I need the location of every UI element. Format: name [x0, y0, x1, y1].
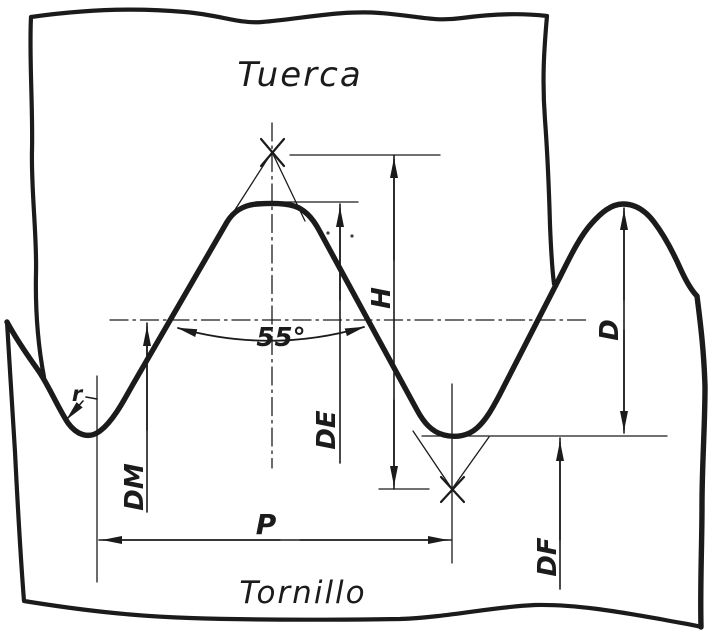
top-vee-right-line [271, 151, 306, 222]
screw-label: Tornillo [239, 575, 366, 611]
thread-profile-line [4, 200, 708, 630]
radius-leader-arrow [66, 400, 84, 420]
root-diameter-label: DF [533, 537, 563, 577]
nut-body-outline [28, 7, 557, 380]
thread-depth-label: D [595, 319, 625, 341]
angle-arc [177, 326, 365, 342]
screw-body-outline [4, 319, 704, 630]
pitch-label: P [256, 508, 277, 541]
height-label: H [367, 287, 397, 309]
radius-leader-tick [85, 396, 98, 400]
angle-label: 55° [256, 323, 305, 353]
top-apex-cross-icon [259, 137, 286, 168]
radius-label: r [72, 382, 84, 406]
outer-diameter-label: DE [312, 410, 342, 450]
nut-label: Tuerca [237, 55, 362, 95]
bottom-apex-cross-icon [439, 475, 466, 504]
bottom-vee-left-line [412, 430, 453, 490]
bottom-vee-right-line [451, 436, 490, 490]
mean-diameter-label: DM [120, 463, 150, 511]
ink-speck [326, 231, 330, 235]
ink-speck [350, 234, 354, 238]
